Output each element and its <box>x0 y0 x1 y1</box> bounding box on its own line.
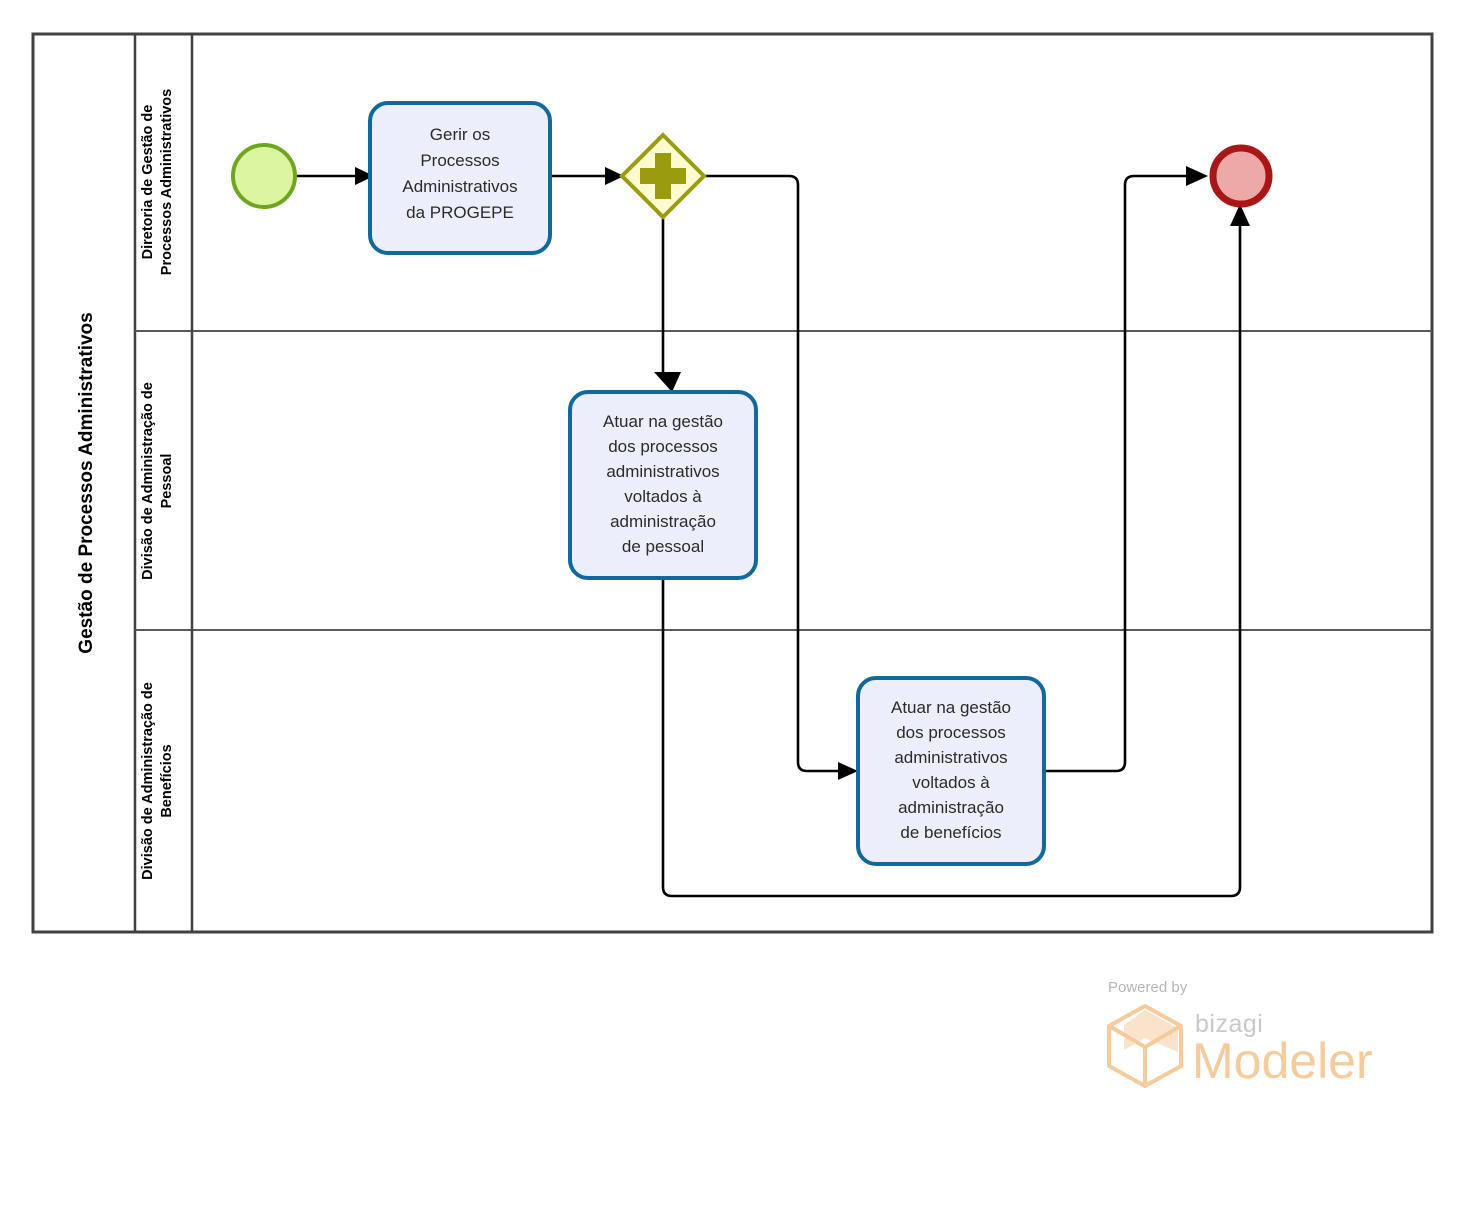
flow-beneficios-to-end <box>1041 174 1186 773</box>
flow-pessoal-to-end <box>661 226 1242 898</box>
pool-outline <box>31 32 1434 934</box>
task-beneficios-shape <box>856 676 1046 866</box>
end-event[interactable] <box>1209 144 1273 208</box>
gateway-plus-icon <box>640 153 686 199</box>
logo-modeler-text: Modeler <box>1192 1033 1373 1089</box>
pool[interactable]: Gestão de Processos Administrativos <box>31 32 1434 934</box>
logo-bizagi-text: bizagi <box>1195 1010 1263 1038</box>
bizagi-hexagon-icon <box>1107 1004 1183 1088</box>
sequence-flows <box>297 166 1250 898</box>
parallel-gateway[interactable] <box>619 132 707 220</box>
logo-powered-by-text: Powered by <box>1108 979 1188 996</box>
task-gerir-shape <box>368 101 552 255</box>
end-event-circle <box>1209 144 1273 208</box>
flow-gateway-to-beneficios <box>705 174 838 773</box>
flow-arrow-gerir-to-gateway <box>605 167 624 185</box>
bizagi-modeler-logo: Powered by bizagi Modeler <box>1107 979 1373 1089</box>
flow-arrow-pessoal-to-end <box>1230 204 1250 226</box>
start-event[interactable] <box>231 143 297 209</box>
pool-title: Gestão de Processos Administrativos <box>76 312 97 653</box>
task-pessoal-shape <box>568 390 758 580</box>
flow-arrow-gateway-to-pessoal <box>654 372 681 392</box>
start-event-circle <box>231 143 297 209</box>
flow-arrow-beneficios-to-end <box>1186 166 1208 186</box>
flow-arrow-start-to-gerir <box>355 167 374 185</box>
flow-arrow-gateway-to-beneficios <box>838 762 858 780</box>
